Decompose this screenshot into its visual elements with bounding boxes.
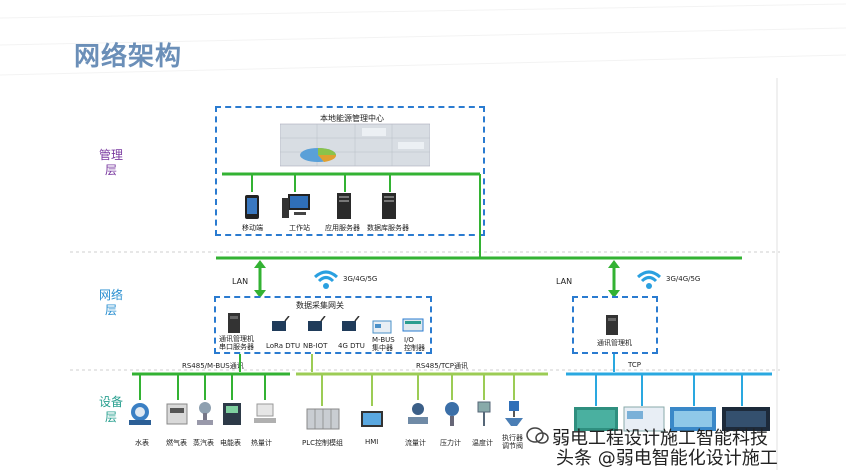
watermark-line1: 弱电工程设计施工智能科技	[552, 428, 768, 449]
heat-meter-icon	[254, 403, 276, 423]
nb-iot-icon	[308, 316, 326, 331]
right-comm-label: 通讯管理机	[597, 339, 632, 347]
wifi-icon	[313, 270, 339, 289]
db-server-icon	[382, 193, 396, 219]
hmi-icon	[361, 411, 383, 427]
device-label: 流量计	[405, 439, 426, 447]
terminal-label: 移动端	[242, 224, 263, 232]
lora-dtu-icon	[272, 316, 290, 331]
monitoring-screens	[574, 406, 770, 432]
device-label: 热量计	[251, 439, 272, 447]
layer-label-device: 设备层	[98, 395, 123, 424]
thermometer-icon	[477, 401, 491, 426]
comm-manager-icon	[228, 313, 240, 333]
device-label: 蒸汽表	[193, 439, 214, 447]
gateway-device-label: 通讯管理机串口服务器	[219, 335, 254, 351]
page-title: 网络架构	[74, 42, 183, 72]
management-center-box	[215, 106, 485, 236]
plc-module-icon	[306, 408, 340, 430]
steam-meter-icon	[197, 402, 213, 425]
terminal-label: 工作站	[289, 224, 310, 232]
gateway-box	[214, 296, 432, 354]
device-label: 温度计	[472, 439, 493, 447]
video-wall-icon	[280, 123, 430, 167]
workstation-icon	[282, 194, 310, 218]
bus-label-right: TCP	[628, 361, 641, 369]
wechat-icon	[526, 427, 549, 444]
gateway-device-label: LoRa DTU	[266, 342, 301, 350]
device-label: 燃气表	[166, 439, 187, 447]
lan-label-right: LAN	[556, 277, 573, 286]
gateway-title: 数据采集网关	[296, 301, 344, 310]
wifi-icon	[636, 270, 662, 289]
water-meter-icon	[129, 403, 151, 425]
gateway-device-label: 4G DTU	[338, 342, 365, 350]
mobile-terminal-icon	[245, 195, 259, 219]
device-label: 电能表	[220, 439, 241, 447]
io-controller-icon	[402, 318, 424, 332]
device-label: 执行器调节阀	[502, 434, 523, 450]
app-server-icon	[337, 193, 351, 219]
gas-meter-icon	[166, 403, 188, 425]
power-meter-icon	[223, 403, 241, 425]
gateway-device-label: NB-IOT	[303, 342, 328, 350]
terminal-label: 应用服务器	[325, 224, 360, 232]
layer-label-network: 网络层	[98, 288, 123, 317]
comm-manager-icon	[606, 315, 618, 335]
4g-dtu-icon	[342, 316, 360, 331]
management-center-label: 本地能源管理中心	[320, 114, 384, 123]
right-comm-box	[572, 296, 658, 354]
device-label: HMI	[365, 438, 379, 446]
wireless-label-right: 3G/4G/5G	[666, 275, 701, 283]
regulating-valve-icon	[505, 401, 523, 426]
bus-label-left: RS485/M-BUS通讯	[182, 362, 244, 370]
terminal-label: 数据库服务器	[367, 224, 409, 232]
bus-label-middle: RS485/TCP通讯	[416, 362, 469, 370]
device-label: 水表	[135, 439, 149, 447]
pressure-gauge-icon	[445, 402, 459, 426]
watermark-line2: 头条 @弱电智能化设计施工	[556, 448, 778, 469]
wireless-label-left: 3G/4G/5G	[343, 275, 378, 283]
device-label: PLC控制模组	[302, 439, 344, 447]
flow-meter-icon	[408, 403, 428, 424]
mbus-concentrator-icon	[372, 320, 392, 334]
layer-label-management: 管理层	[98, 148, 123, 177]
lan-label-left: LAN	[232, 277, 249, 286]
device-label: 压力计	[440, 439, 461, 447]
